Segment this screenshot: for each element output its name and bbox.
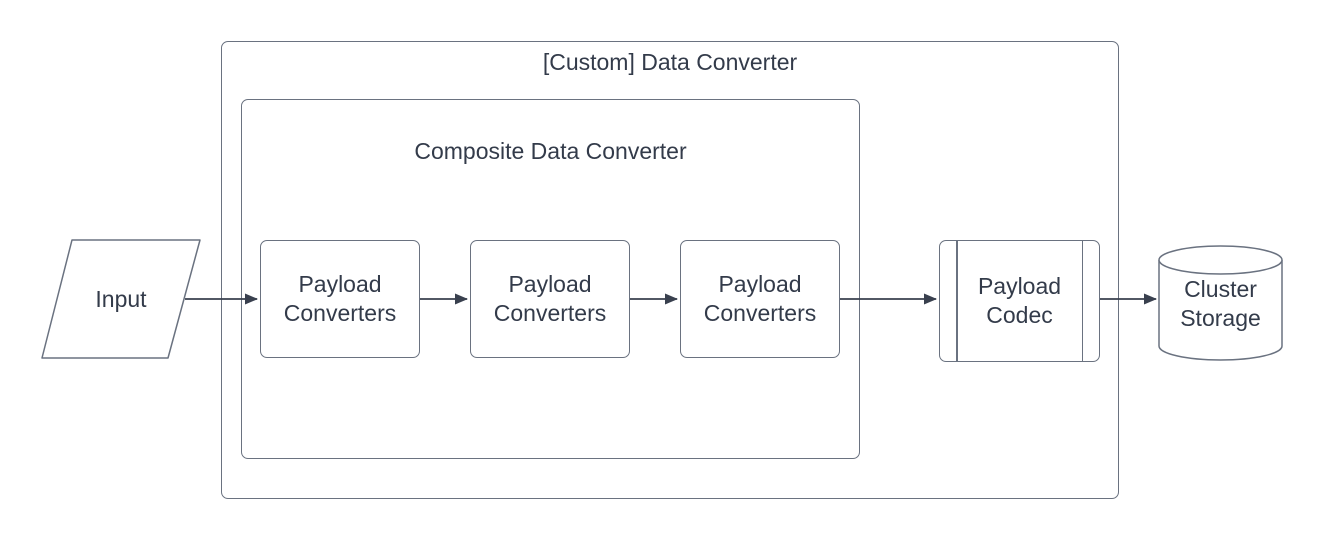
node-input-label: Input	[95, 285, 147, 312]
input-shape	[41, 239, 201, 359]
node-cluster-storage-label: Cluster Storage	[1180, 276, 1261, 331]
node-payload-codec: Payload Codec	[939, 240, 1100, 362]
group-composite-data-converter	[241, 99, 860, 459]
group-custom-data-converter-label: [Custom] Data Converter	[542, 49, 798, 75]
node-payload-converters-3: Payload Converters	[680, 240, 840, 358]
cluster-storage-top	[1158, 245, 1283, 275]
node-payload-converters-3-label: Payload Converters	[703, 271, 817, 326]
codec-left-bar	[956, 241, 958, 361]
node-payload-converters-1: Payload Converters	[260, 240, 420, 358]
node-payload-converters-2: Payload Converters	[470, 240, 630, 358]
cluster-storage-body	[1158, 260, 1283, 361]
node-payload-codec-label: Payload Codec	[977, 273, 1062, 328]
group-composite-data-converter-label: Composite Data Converter	[414, 138, 687, 164]
node-payload-converters-1-label: Payload Converters	[283, 271, 397, 326]
node-payload-converters-2-label: Payload Converters	[493, 271, 607, 326]
codec-right-bar	[1081, 241, 1083, 361]
group-custom-data-converter	[221, 41, 1119, 499]
